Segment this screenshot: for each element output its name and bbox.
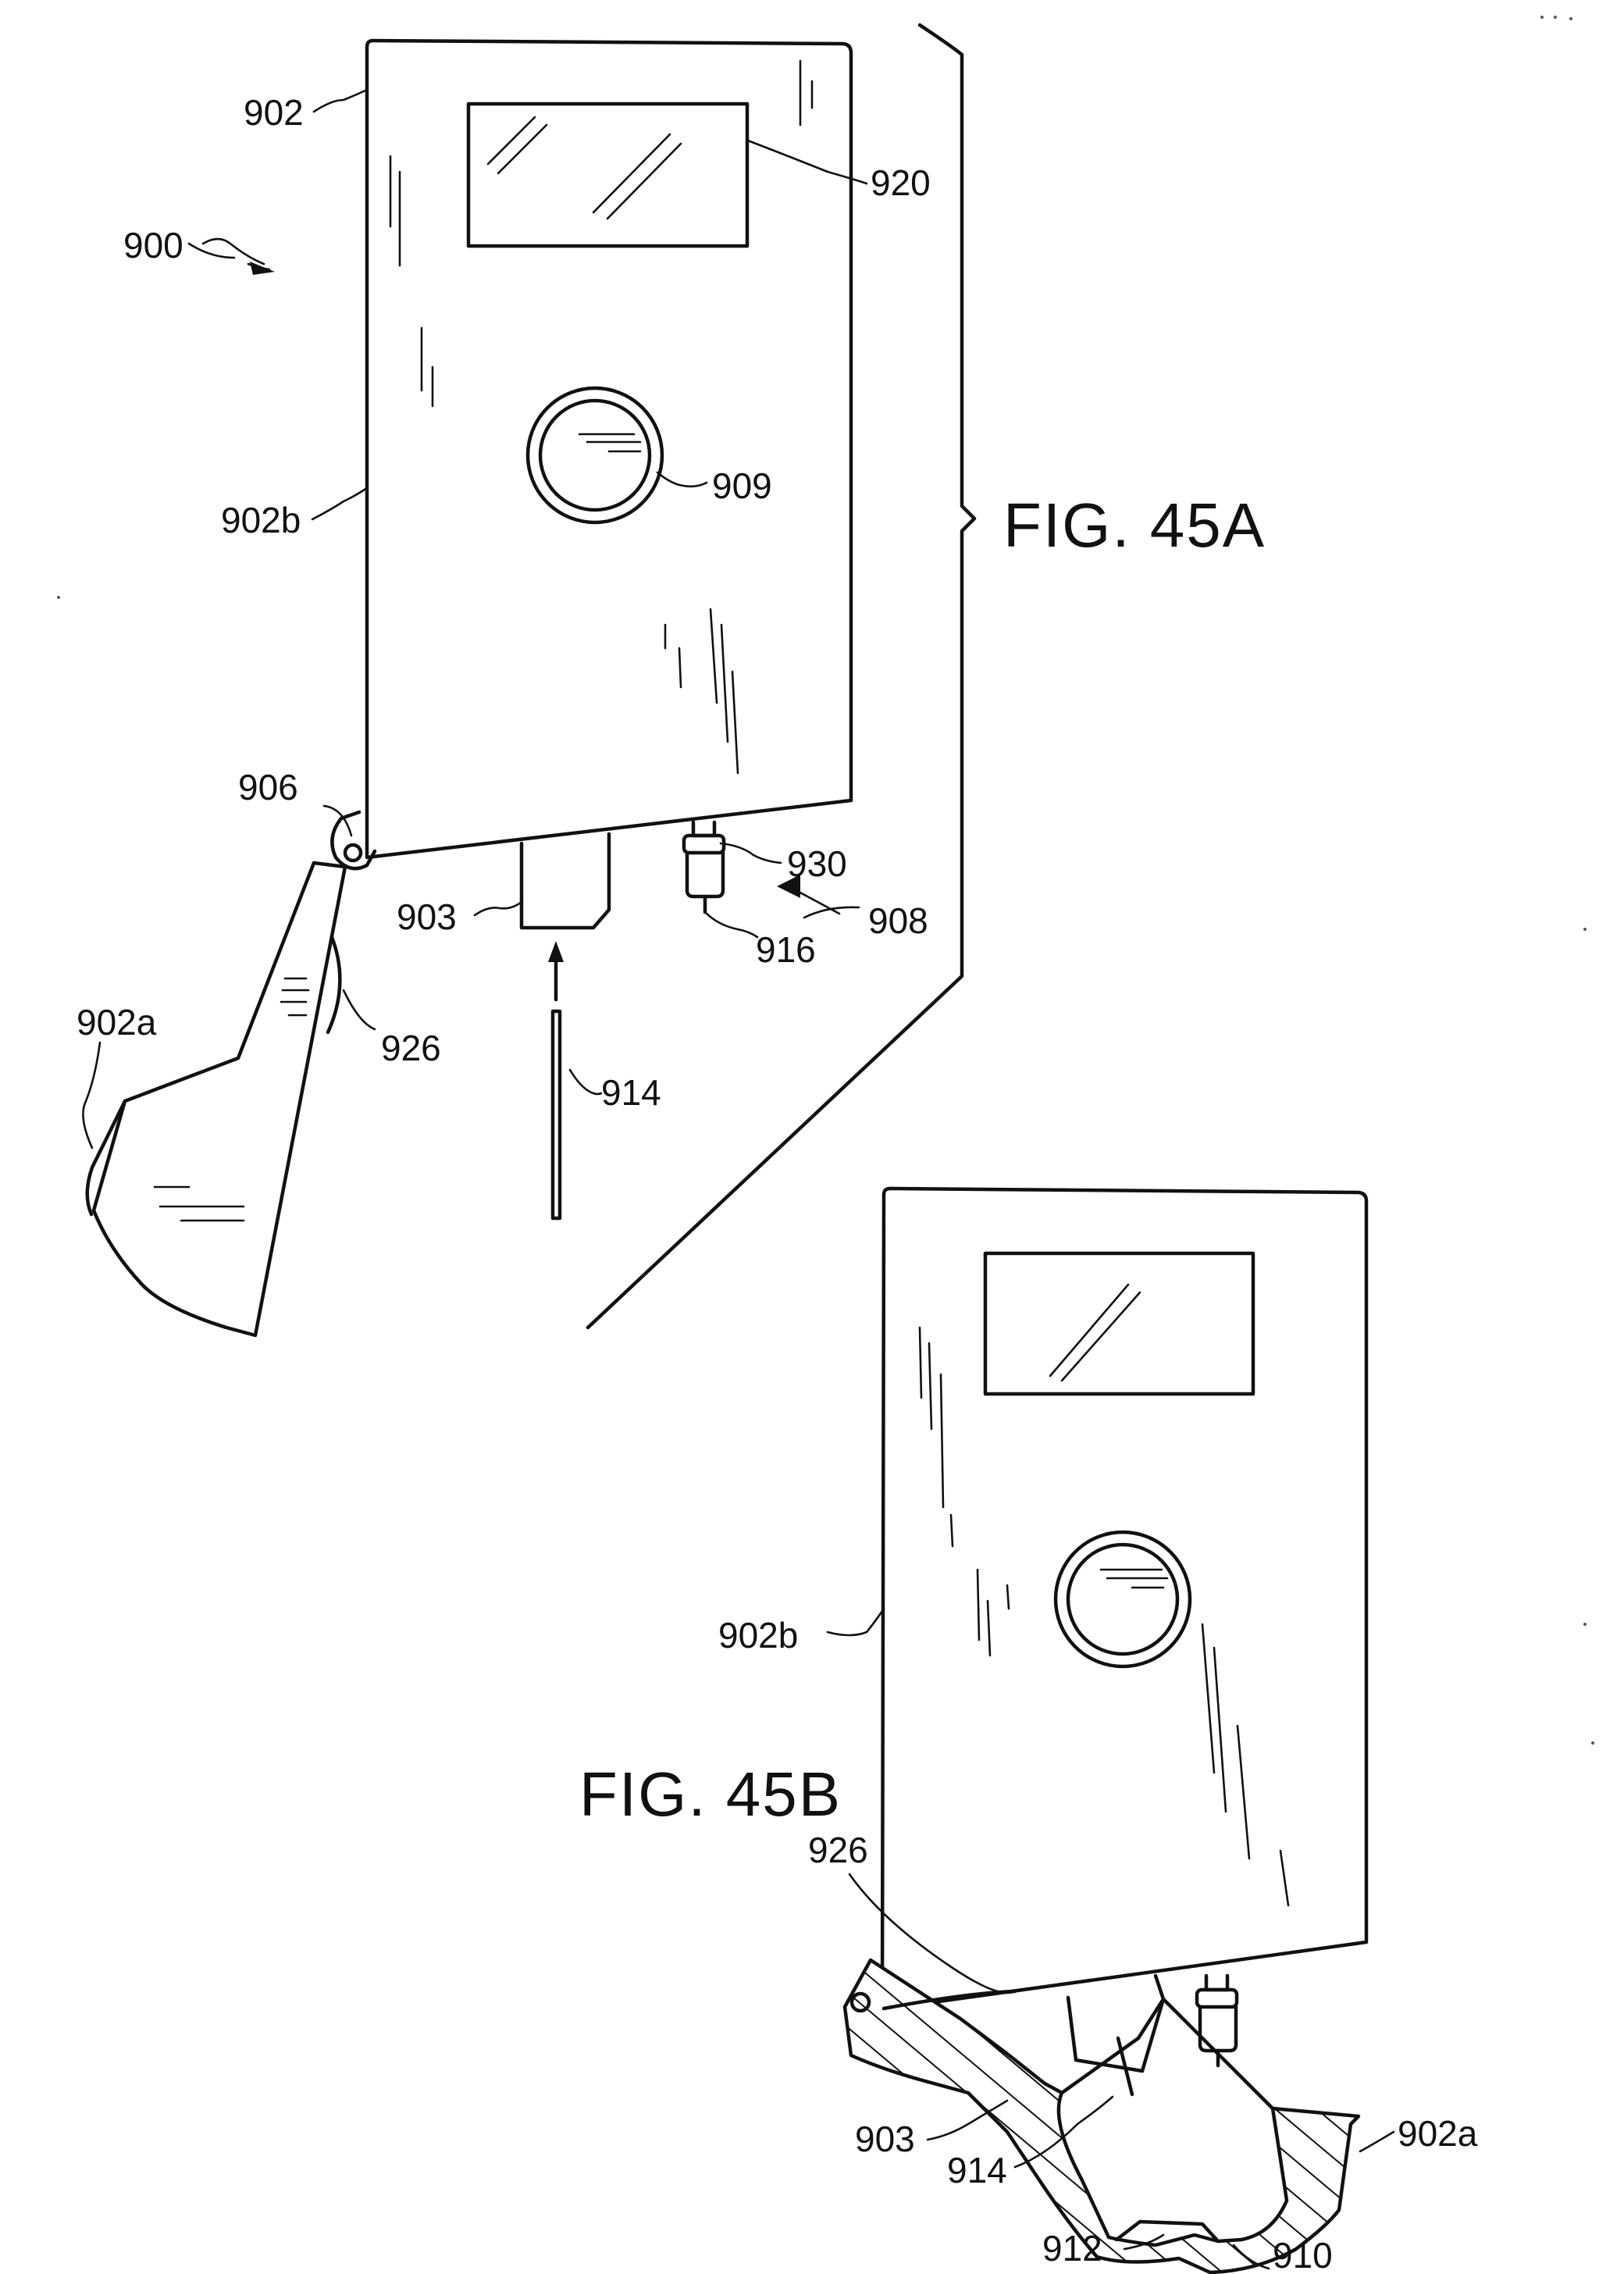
housing-902 xyxy=(367,41,851,857)
glare-marks xyxy=(488,117,681,219)
label-902b: 902b xyxy=(221,500,301,540)
label-900: 900 xyxy=(123,225,183,266)
needle-914 xyxy=(548,941,564,1218)
glare-marks-b xyxy=(1050,1285,1140,1381)
label-908: 908 xyxy=(868,900,928,941)
label-914-b: 914 xyxy=(947,2150,1007,2190)
label-926: 926 xyxy=(381,1028,441,1068)
connector-930-b xyxy=(1197,1976,1237,2065)
leader-lines xyxy=(83,90,867,1148)
label-906: 906 xyxy=(238,767,298,807)
label-903-b: 903 xyxy=(855,2119,915,2159)
sight-window-909-b xyxy=(1056,1532,1190,1666)
connector-908 xyxy=(684,822,724,912)
cover-902a xyxy=(94,863,345,1335)
label-909: 909 xyxy=(712,465,772,506)
label-926-b: 926 xyxy=(808,1830,868,1870)
label-902a-b: 902a xyxy=(1398,2113,1478,2154)
display-window-920-b xyxy=(985,1253,1253,1394)
shading-strokes-b xyxy=(920,1328,1288,1905)
label-902a: 902a xyxy=(77,1002,157,1043)
label-902: 902 xyxy=(244,92,304,133)
figure-caption-45a: FIG. 45A xyxy=(1003,490,1266,560)
label-903: 903 xyxy=(397,896,457,937)
label-910-b: 910 xyxy=(1273,2235,1333,2274)
sight-window-909 xyxy=(528,388,662,522)
figure-group-bracket xyxy=(588,25,974,1328)
label-902b-b: 902b xyxy=(718,1615,798,1656)
reference-numerals-45b: 902b 926 903 914 902a 912 910 xyxy=(718,1615,1478,2274)
figure-caption-45b: FIG. 45B xyxy=(579,1759,842,1829)
figure-45a: 900 902 920 902b 909 906 930 903 908 916… xyxy=(77,25,1266,1335)
display-window-920 xyxy=(468,104,747,246)
housing-902-b xyxy=(882,1189,1366,2009)
figure-45b: 902b 926 903 914 902a 912 910 FIG. 45B xyxy=(579,1189,1478,2274)
label-914: 914 xyxy=(601,1072,661,1113)
cover-902a-closed xyxy=(845,1960,1359,2272)
label-930: 930 xyxy=(787,843,847,884)
cover-pocket xyxy=(1062,1999,1273,2108)
label-912-b: 912 xyxy=(1042,2228,1102,2269)
arrow-908-shaft xyxy=(789,886,839,914)
port-903 xyxy=(522,834,609,928)
label-916: 916 xyxy=(756,929,816,970)
label-920: 920 xyxy=(871,162,931,203)
